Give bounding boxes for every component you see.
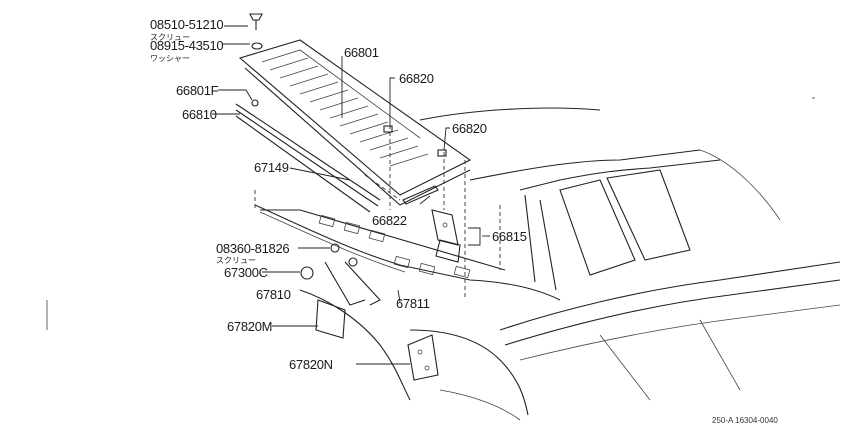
part-label-66801f: 66801F [176, 83, 219, 98]
mounting-plates [315, 299, 439, 381]
part-label-66810: 66810 [182, 107, 217, 122]
brackets [431, 209, 461, 263]
part-label-67149: 67149 [254, 160, 289, 175]
part-label-08510-51210: 08510-51210 [150, 17, 224, 32]
part-label-67820n: 67820N [289, 357, 333, 372]
part-label-67820m: 67820M [227, 319, 273, 334]
part-label-66820-b: 66820 [452, 121, 487, 136]
diagram-code: 250-A 16304-0040 [712, 416, 778, 425]
part-label-67300c: 67300C [224, 265, 268, 280]
clips [383, 125, 447, 157]
cowl-top-panel [238, 39, 472, 206]
assembly-guides [254, 125, 501, 300]
part-label-66801: 66801 [344, 45, 379, 60]
leader-lines [212, 25, 490, 365]
part-note-washer: ワッシャー [150, 54, 190, 63]
part-label-66820-a: 66820 [399, 71, 434, 86]
part-label-66822: 66822 [372, 213, 407, 228]
cowl-rod [402, 185, 439, 205]
cowl-openings [260, 209, 506, 279]
part-label-08360-81826: 08360-81826 [216, 241, 290, 256]
seal-strips [235, 99, 381, 213]
car-body-outline [254, 107, 841, 421]
hood-hinge-parts [300, 243, 381, 306]
part-label-08915-43510: 08915-43510 [150, 38, 224, 53]
part-label-67810: 67810 [256, 287, 291, 302]
screw-and-washer [249, 13, 263, 50]
part-label-67811: 67811 [396, 296, 430, 311]
part-note-screw: スクリュー [150, 33, 190, 42]
part-label-66815: 66815 [492, 229, 527, 244]
part-note-screw-mid: スクリュー [216, 256, 256, 265]
